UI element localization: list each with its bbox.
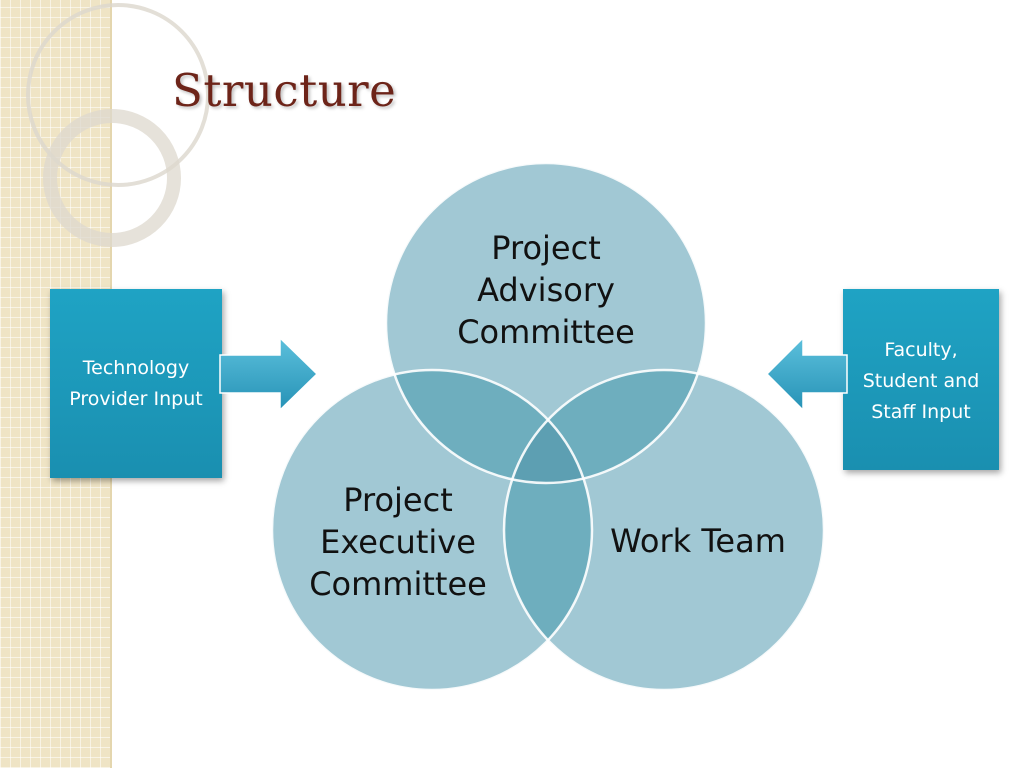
- circle-label-work-team: Work Team: [610, 522, 786, 560]
- circle-label-executive: Project Executive Committee: [309, 481, 487, 603]
- left-arrow-icon: [765, 336, 848, 412]
- circle-label-advisory: Project Advisory Committee: [457, 229, 635, 351]
- right-arrow-icon: [219, 336, 319, 412]
- overlap-advisory-executive: [386, 370, 592, 483]
- faculty-student-staff-input-box: Faculty, Student and Staff Input: [843, 289, 999, 470]
- decorative-rings: [26, 3, 210, 247]
- overlap-advisory-work-team: [504, 370, 706, 483]
- technology-provider-input-box: Technology Provider Input: [50, 289, 222, 478]
- slide-title: Structure: [172, 64, 397, 117]
